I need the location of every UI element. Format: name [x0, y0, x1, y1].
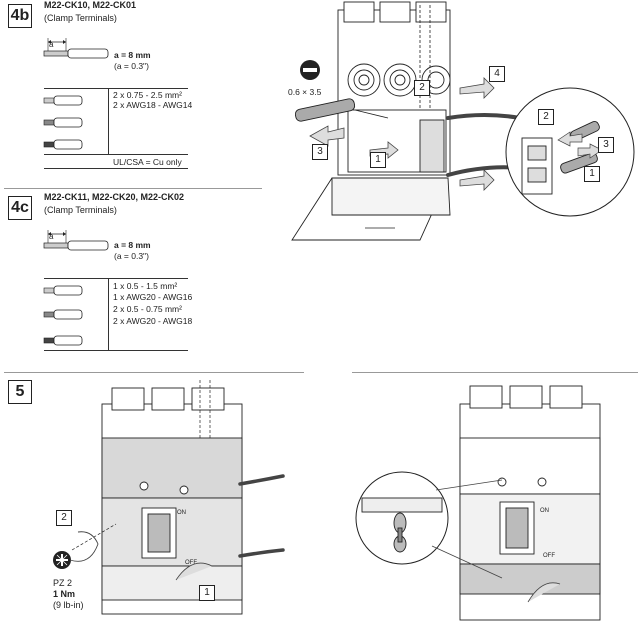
callout-5-1: 1 — [199, 585, 215, 601]
detail-callout-2: 2 — [538, 109, 554, 125]
section-4c-subtitle: (Clamp Terminals) — [44, 205, 117, 215]
contact-block-wiring-illustration — [291, 1, 635, 241]
step-4b-badge: 4b — [8, 4, 32, 28]
section-4b-title: M22-CK10, M22-CK01 — [44, 0, 137, 10]
switch-on-label-right: ON — [540, 508, 549, 514]
table-rule — [44, 154, 188, 155]
step-4c-badge: 4c — [8, 196, 32, 220]
table-divider — [108, 88, 109, 154]
wire-ferrule-icons-4c — [43, 285, 83, 346]
table-rule — [44, 168, 188, 169]
spec-4b-line-2: 2 x AWG18 - AWG14 — [113, 100, 193, 110]
strip-symbol-4b: a — [49, 40, 54, 49]
callout-1: 1 — [370, 152, 386, 168]
spec-4c-line-1: 1 x 0.5 - 1.5 mm² — [113, 281, 178, 291]
switch-off-label-right: OFF — [543, 553, 555, 559]
strip-length-4c: a = 8 mm — [114, 240, 151, 250]
section-4c-title: M22-CK11, M22-CK20, M22-CK02 — [44, 192, 185, 202]
strip-symbol-4c: a — [49, 232, 54, 241]
table-divider — [108, 278, 109, 350]
callout-2: 2 — [414, 80, 430, 96]
switch-on-label-left: ON — [177, 510, 186, 516]
callout-5-2: 2 — [56, 510, 72, 526]
spec-4c-line-4: 2 x AWG20 - AWG18 — [113, 316, 193, 326]
strip-length-inch-4b: (a = 0.3") — [114, 61, 149, 71]
wire-strip-diagram-4b — [43, 38, 109, 59]
spec-4c-line-3: 2 x 0.5 - 0.75 mm² — [113, 304, 182, 314]
screwdriver-size-label: 0.6 × 3.5 — [288, 87, 322, 97]
section-4b-subtitle: (Clamp Terminals) — [44, 13, 117, 23]
table-rule — [44, 350, 188, 351]
spec-4c-line-2: 1 x AWG20 - AWG16 — [113, 292, 193, 302]
spec-4b-line-1: 2 x 0.75 - 2.5 mm² — [113, 90, 182, 100]
strip-length-inch-4c: (a = 0.3") — [114, 251, 149, 261]
breaker-lever-lock-illustration — [355, 385, 601, 621]
tool-label: PZ 2 — [53, 578, 73, 588]
section-divider — [352, 372, 638, 373]
wire-ferrule-icons-4b — [43, 95, 83, 150]
section-divider — [4, 372, 304, 373]
torque-value: 1 Nm — [53, 589, 76, 599]
detail-callout-1: 1 — [584, 166, 600, 182]
callout-3: 3 — [312, 144, 328, 160]
detail-callout-3: 3 — [598, 137, 614, 153]
torque-imperial: (9 lb-in) — [53, 600, 84, 610]
section-divider — [4, 188, 262, 189]
ul-csa-note: UL/CSA = Cu only — [113, 157, 182, 167]
rotation-arrow-icon — [69, 523, 117, 562]
switch-off-label-left: OFF — [185, 560, 197, 566]
wire-strip-diagram-4c — [43, 230, 109, 251]
step-5-badge: 5 — [8, 380, 32, 404]
strip-length-4b: a = 8 mm — [114, 50, 151, 60]
table-rule — [44, 88, 188, 89]
callout-4: 4 — [489, 66, 505, 82]
table-rule — [44, 278, 188, 279]
breaker-cover-mounting-illustration — [101, 380, 285, 615]
pozidriv-icon — [53, 551, 71, 569]
